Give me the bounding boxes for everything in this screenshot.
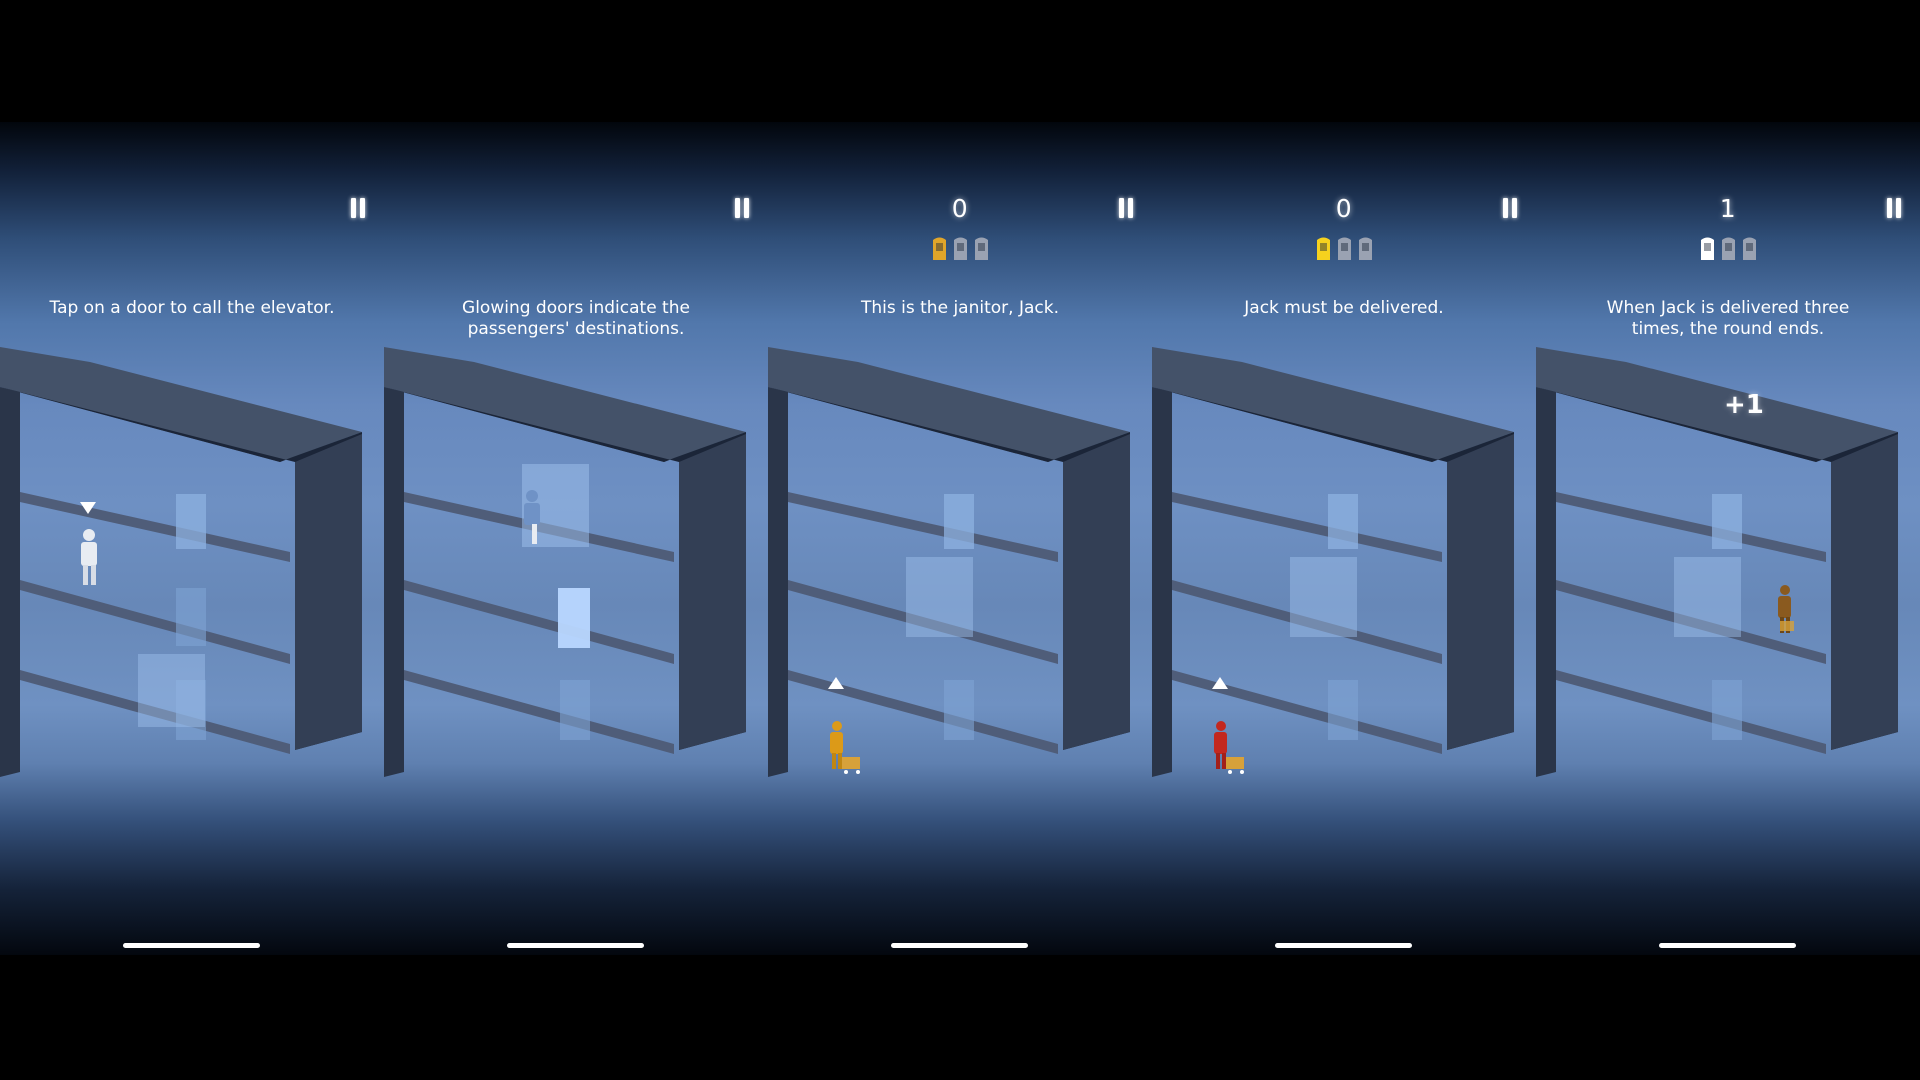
building-roof: [384, 347, 746, 462]
elevator-door[interactable]: [176, 494, 206, 549]
elevator-door[interactable]: [1328, 680, 1358, 740]
call-indicator-icon: [1212, 677, 1228, 689]
floor-slab-top: [1556, 492, 1826, 562]
delivery-tokens: [1536, 236, 1920, 261]
score-counter: 0: [1335, 194, 1353, 223]
building-side-wall: [1447, 434, 1514, 750]
floor-slab-bottom: [20, 670, 290, 754]
building-front-pillar: [384, 387, 404, 777]
tutorial-caption: When Jack is delivered three times, the …: [1606, 298, 1850, 339]
building-scene: [1152, 347, 1514, 777]
building-side-wall: [1831, 434, 1898, 750]
home-indicator[interactable]: [123, 943, 260, 948]
elevator-door[interactable]: [560, 680, 590, 740]
janitor-token-icon: [1742, 237, 1756, 260]
passenger-figure: [524, 490, 540, 544]
janitor-token-icon: [1358, 237, 1372, 260]
building-scene: [1536, 347, 1898, 777]
tutorial-panel-5: 1 When Jack is delivered three times, th…: [1536, 122, 1920, 955]
building-roof: [0, 347, 362, 462]
call-indicator-icon: [80, 502, 96, 514]
building-front-pillar: [0, 387, 20, 777]
janitor-figure: [1214, 721, 1244, 774]
tutorial-panel-3: 0 This is the janitor, Jack.: [768, 122, 1152, 955]
home-indicator[interactable]: [507, 943, 644, 948]
pause-button[interactable]: [1886, 198, 1902, 218]
building-front-pillar: [1152, 387, 1172, 777]
elevator-car[interactable]: [1674, 557, 1741, 637]
tutorial-caption: Glowing doors indicate the passengers' d…: [462, 298, 690, 339]
floor-slab-middle: [404, 580, 674, 664]
building-front-pillar: [768, 387, 788, 777]
elevator-car[interactable]: [1290, 557, 1357, 637]
pause-button[interactable]: [1118, 198, 1134, 218]
building-roof: [768, 347, 1130, 462]
building-scene: [768, 347, 1130, 777]
home-indicator[interactable]: [1659, 943, 1796, 948]
janitor-token-icon: [1721, 237, 1735, 260]
floor-slab-middle: [20, 580, 290, 664]
tutorial-caption: Jack must be delivered.: [1244, 298, 1444, 318]
building-scene: [384, 347, 746, 777]
floor-slab-bottom: [1556, 670, 1826, 754]
floor-slab-top: [1172, 492, 1442, 562]
elevator-door[interactable]: [176, 680, 206, 740]
home-indicator[interactable]: [891, 943, 1028, 948]
tutorial-panel-2: Glowing doors indicate the passengers' d…: [384, 122, 768, 955]
floor-slab-bottom: [788, 670, 1058, 754]
delivery-tokens: [768, 236, 1152, 261]
floor-slab-middle: [1556, 580, 1826, 664]
janitor-token-icon: [932, 237, 946, 260]
building-front-pillar: [1536, 387, 1556, 777]
floor-slab-bottom: [1172, 670, 1442, 754]
floor-slab-bottom: [404, 670, 674, 754]
floor-slab-top: [788, 492, 1058, 562]
janitor-token-icon: [1337, 237, 1351, 260]
elevator-car[interactable]: [522, 464, 589, 547]
elevator-door[interactable]: [1712, 494, 1742, 549]
floor-slab-top: [20, 492, 290, 562]
home-indicator[interactable]: [1275, 943, 1412, 948]
elevator-car[interactable]: [138, 654, 205, 727]
janitor-figure: [1778, 585, 1794, 633]
pause-button[interactable]: [1502, 198, 1518, 218]
glowing-destination-door[interactable]: [558, 588, 590, 648]
score-counter: 0: [951, 194, 969, 223]
elevator-door[interactable]: [176, 588, 206, 646]
janitor-token-icon: [953, 237, 967, 260]
janitor-token-icon: [974, 237, 988, 260]
building-roof: [1536, 347, 1898, 462]
elevator-door[interactable]: [1328, 494, 1358, 549]
building-side-wall: [295, 434, 362, 750]
tutorial-caption: This is the janitor, Jack.: [861, 298, 1059, 318]
score-counter: 1: [1719, 194, 1737, 223]
pause-button[interactable]: [350, 198, 366, 218]
building-side-wall: [1063, 434, 1130, 750]
building-roof: [1152, 347, 1514, 462]
janitor-token-icon: [1316, 237, 1330, 260]
tutorial-strip: Tap on a door to call the elevator. Glow…: [0, 122, 1920, 955]
pause-button[interactable]: [734, 198, 750, 218]
tutorial-panel-1: Tap on a door to call the elevator.: [0, 122, 384, 955]
tutorial-panel-4: 0 Jack must be delivered.: [1152, 122, 1536, 955]
janitor-token-icon: [1700, 237, 1714, 260]
floor-slab-middle: [1172, 580, 1442, 664]
building-scene: [0, 347, 362, 777]
delivery-tokens: [1152, 236, 1536, 261]
elevator-car[interactable]: [906, 557, 973, 637]
building-side-wall: [679, 434, 746, 750]
passenger-figure: [81, 529, 97, 585]
janitor-figure: [830, 721, 860, 774]
call-indicator-icon: [828, 677, 844, 689]
tutorial-caption: Tap on a door to call the elevator.: [49, 298, 335, 318]
elevator-door[interactable]: [1712, 680, 1742, 740]
floor-slab-middle: [788, 580, 1058, 664]
elevator-door[interactable]: [944, 494, 974, 549]
plus-one-popup: +1: [1724, 390, 1764, 420]
elevator-door[interactable]: [944, 680, 974, 740]
